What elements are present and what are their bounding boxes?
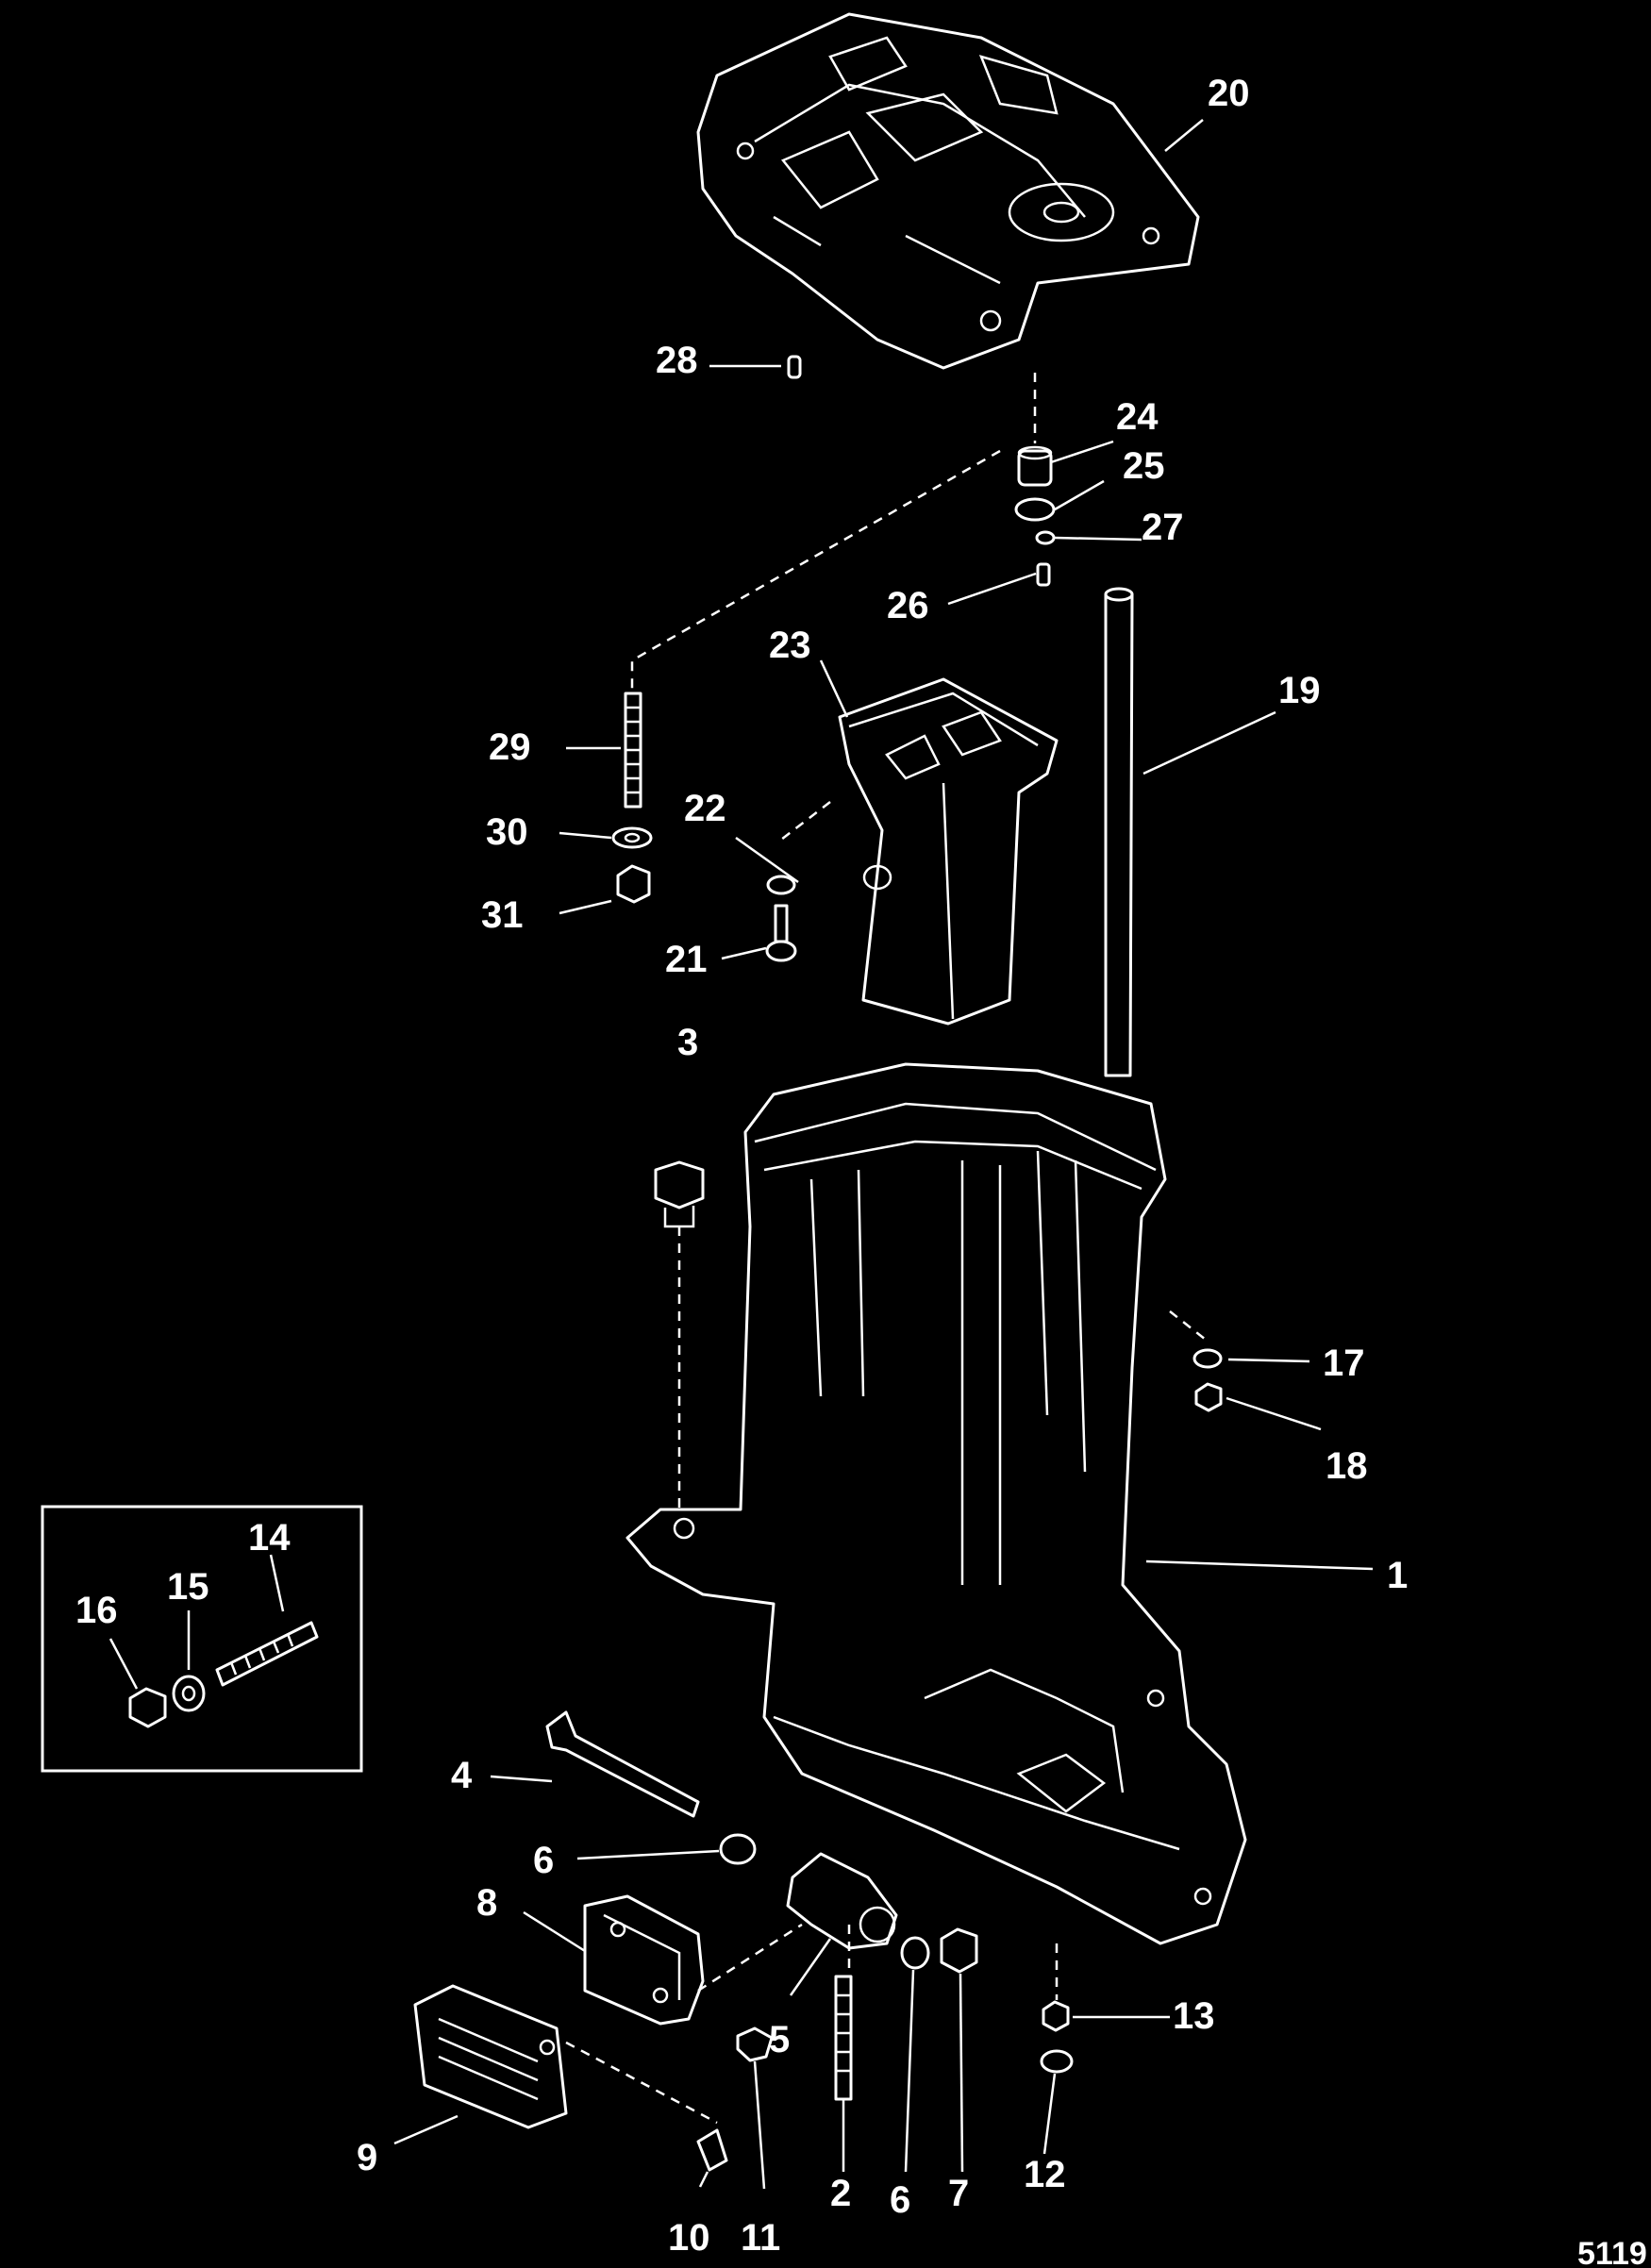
callout-24: 24 [1116,396,1159,438]
callout-23: 23 [769,625,811,666]
callout-labels: 20 28 24 25 27 26 19 23 29 22 30 31 21 3… [75,73,1408,2259]
adaptor-plate-part [696,12,1200,370]
callout-3: 3 [677,1022,698,1063]
bolt-part-4 [545,1710,700,1818]
callout-25: 25 [1123,445,1165,487]
callout-31: 31 [481,894,524,936]
nut-part-11 [736,2026,774,2062]
callout-14: 14 [248,1517,291,1559]
callout-26: 26 [887,585,929,626]
bracket-part-8 [583,1894,705,2026]
screw-part-10 [696,2128,728,2172]
callout-29: 29 [489,726,531,768]
washer-part-22 [766,875,796,895]
water-tube-part [1104,587,1134,1077]
alignment-lines [565,373,1207,2125]
stud-part-29 [624,692,642,809]
callout-5: 5 [769,2019,790,2060]
washer-part-12 [1040,2049,1074,2074]
washer-part-25 [1014,497,1056,522]
callout-15: 15 [167,1566,209,1608]
washer-part-27 [1035,530,1056,545]
callout-2: 2 [830,2173,851,2214]
callout-20: 20 [1208,73,1250,114]
callout-7: 7 [948,2173,969,2214]
mount-part-5 [786,1852,898,1950]
callout-8: 8 [476,1882,497,1924]
leader-lines [108,119,1374,2190]
callout-21: 21 [665,939,708,980]
callout-17: 17 [1323,1342,1365,1384]
callout-28: 28 [656,340,698,381]
washer-part-30 [611,826,653,849]
exhaust-tube-part [838,677,1059,1026]
callout-6-lower: 6 [890,2179,910,2221]
nut-part-13 [1042,2000,1070,2032]
stud-part-2 [834,1975,853,2101]
figure-reference-number: 5119 [1577,2236,1647,2268]
callout-11: 11 [741,2217,780,2259]
nut-part-31 [616,864,651,904]
callout-4: 4 [451,1755,473,1796]
callout-19: 19 [1278,670,1321,711]
callout-16: 16 [75,1590,118,1631]
callout-10: 10 [668,2217,710,2259]
plug-part-3 [654,1160,705,1228]
callout-30: 30 [486,811,528,853]
plug-part-28 [787,355,802,379]
callout-22: 22 [684,788,726,829]
washer-part-6-lower [900,1936,930,1970]
washer-part-17 [1192,1348,1223,1369]
driveshaft-housing-part [625,1062,1247,1945]
nut-part-18 [1194,1382,1223,1412]
nut-part-7 [940,1927,978,1974]
callout-6-upper: 6 [533,1840,554,1881]
bushing-part-24 [1017,445,1053,487]
plate-part-9 [413,1984,568,2129]
screw-part-21 [765,904,797,962]
callout-12: 12 [1024,2154,1066,2195]
callout-13: 13 [1173,1995,1215,2037]
washer-part-6-upper [719,1833,757,1865]
callout-1: 1 [1387,1555,1408,1596]
callout-27: 27 [1142,507,1184,548]
callout-18: 18 [1326,1445,1368,1487]
detail-inset [41,1505,363,1773]
callout-9: 9 [357,2137,377,2178]
screw-part-26 [1036,562,1051,587]
